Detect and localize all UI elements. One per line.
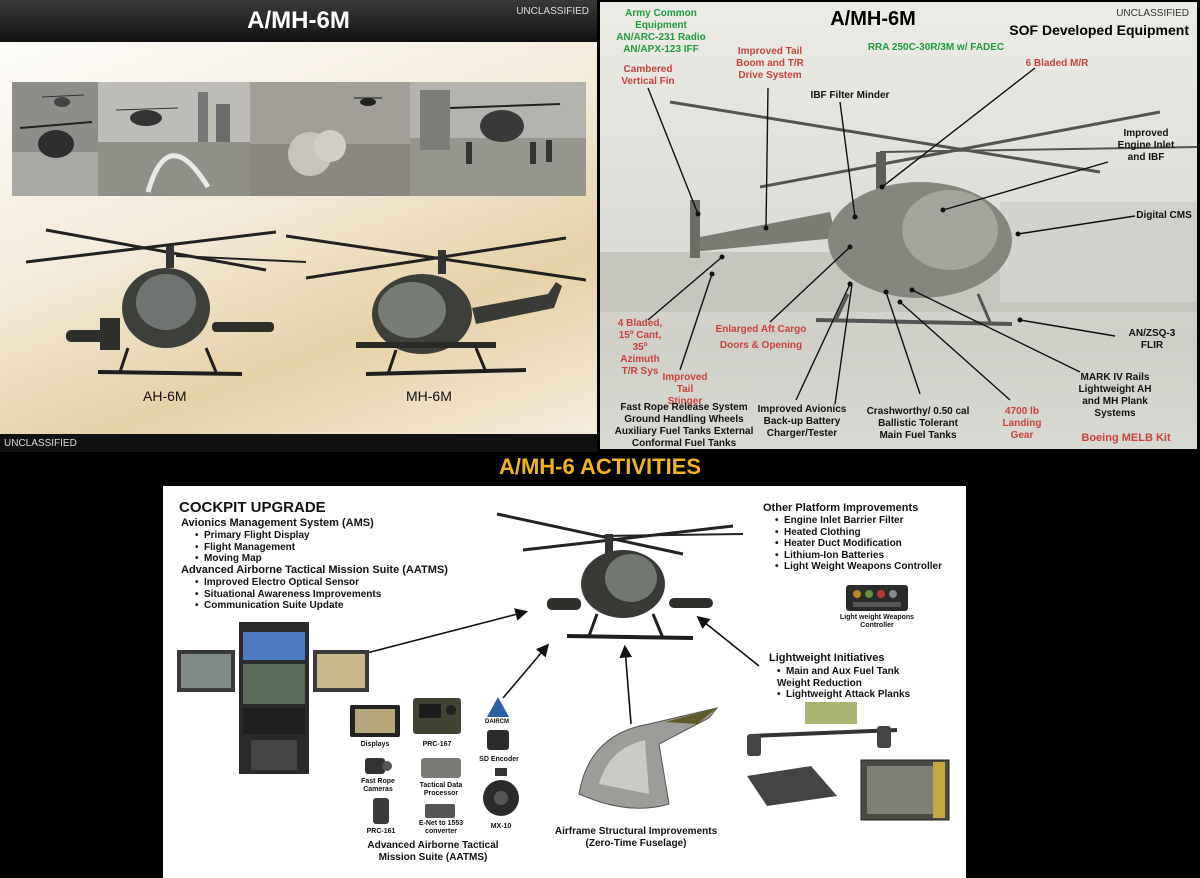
mx10-label: MX-10	[490, 823, 512, 830]
ah6m-label: AH-6M	[143, 388, 187, 404]
prc161-label: PRC-161	[366, 828, 396, 835]
other-item: Heated Clothing	[775, 527, 942, 539]
tactical-data-label: Tactical Data Processor	[419, 782, 463, 797]
other-item: Heater Duct Modification	[775, 538, 942, 550]
classification-label: UNCLASSIFIED	[1116, 8, 1189, 19]
aft-cargo-annotation: Enlarged Aft Cargo Doors & Opening	[715, 324, 807, 351]
tactical-data-processor-image	[421, 758, 461, 778]
aatms-list: Improved Electro Optical Sensor Situatio…	[195, 577, 381, 612]
photo-troops-deploy	[410, 82, 586, 196]
slide-title: A/MH-6M	[830, 8, 916, 30]
aatms-item: Improved Electro Optical Sensor	[195, 577, 381, 589]
slide-amh6m-overview: A/MH-6M UNCLASSIFIED	[0, 0, 597, 452]
prc167-image	[413, 698, 461, 734]
photo-city-flyover	[98, 82, 250, 196]
ah6m-helicopter-image	[25, 228, 306, 376]
ams-item: Primary Flight Display	[195, 530, 310, 542]
displays-image	[350, 705, 400, 737]
slide-title: A/MH-6M	[247, 7, 350, 34]
six-bladed-annotation: 6 Bladed M/R	[1025, 58, 1089, 69]
sd-encoder-label: SD Encoder	[479, 756, 519, 763]
slide-sof-equipment: Army Common Equipment AN/ARC-231 Radio A…	[597, 0, 1200, 452]
other-item: Lithium-Ion Batteries	[775, 550, 942, 562]
prc167-label: PRC-167	[422, 741, 452, 748]
engine-inlet-annotation: Improved Engine Inlet and IBF	[1117, 128, 1175, 163]
daircm-label: DAIRCM	[485, 719, 509, 725]
army-common-title: Army Common Equipment	[625, 8, 697, 31]
flir-annotation: AN/ZSQ-3 FLIR	[1128, 328, 1176, 351]
aatms-item: Situational Awareness Improvements	[195, 589, 381, 601]
lightweight-hardware-image	[747, 702, 950, 821]
activities-title: A/MH-6 ACTIVITIES	[498, 454, 702, 479]
mark-iv-rails-annotation: MARK IV Rails Lightweight AH and MH Plan…	[1078, 372, 1152, 419]
ams-item: Moving Map	[195, 553, 310, 565]
airframe-caption: Airframe Structural Improvements (Zero-T…	[554, 826, 718, 849]
tail-stinger-annotation: Improved Tail Stinger	[662, 372, 708, 407]
activities-panel: COCKPIT UPGRADE Avionics Management Syst…	[163, 486, 966, 878]
tail-rotor-annotation: 4 Bladed, 15º Cant, 35º Azimuth T/R Sys	[617, 318, 663, 377]
enet-converter-image	[425, 804, 455, 818]
other-improvements-list: Engine Inlet Barrier Filter Heated Cloth…	[775, 515, 942, 573]
weapons-controller-image	[846, 585, 908, 611]
army-common-iff: AN/APX-123 IFF	[623, 44, 699, 55]
aatms-title: Advanced Airborne Tactical Mission Suite…	[181, 564, 448, 576]
other-improvements-title: Other Platform Improvements	[763, 502, 919, 514]
other-item: Light Weight Weapons Controller	[775, 561, 942, 573]
displays-label: Displays	[360, 741, 390, 748]
digital-cms-annotation: Digital CMS	[1136, 210, 1192, 221]
mh6m-annotated-photo	[600, 67, 1197, 405]
crashworthy-tank-annotation: Crashworthy/ 0.50 cal Ballistic Tolerant…	[866, 406, 970, 441]
classification-label-bottom: UNCLASSIFIED	[4, 438, 77, 449]
zero-time-fuselage-image	[578, 707, 719, 809]
daircm-icon	[487, 697, 509, 717]
connector-arrows	[362, 608, 760, 725]
slide-header-bar	[0, 0, 597, 42]
cambered-fin-annotation: Cambered Vertical Fin	[621, 64, 675, 87]
avionics-battery-annotation: Improved Avionics Back-up Battery Charge…	[757, 404, 847, 439]
cockpit-upgrade-title: COCKPIT UPGRADE	[179, 499, 326, 516]
ams-item: Flight Management	[195, 542, 310, 554]
lightweight-title: Lightweight Initiatives	[769, 652, 885, 664]
photo-explosion	[250, 82, 410, 196]
army-common-radio: AN/ARC-231 Radio	[616, 32, 706, 43]
aatms-item: Communication Suite Update	[195, 600, 381, 612]
photo-helicopters-flight-line	[12, 82, 98, 196]
lightweight-list: Main and Aux Fuel Tank Weight Reduction …	[777, 666, 927, 701]
army-common-equipment-block: Army Common Equipment AN/ARC-231 Radio A…	[606, 8, 716, 56]
lightweight-item: Lightweight Attack Planks	[777, 689, 927, 701]
ibf-minder-annotation: IBF Filter Minder	[810, 90, 890, 101]
mh6m-helicopter-image	[286, 234, 587, 376]
aatms-caption: Advanced Airborne Tactical Mission Suite…	[367, 840, 499, 863]
lightweight-item: Main and Aux Fuel Tank Weight Reduction	[777, 666, 927, 689]
enet-label: E-Net to 1553 converter	[418, 820, 464, 835]
classification-label: UNCLASSIFIED	[516, 6, 589, 17]
sd-encoder-image	[487, 730, 509, 750]
fast-rope-camera-image	[365, 758, 392, 774]
ams-list: Primary Flight Display Flight Management…	[195, 530, 310, 565]
other-item: Engine Inlet Barrier Filter	[775, 515, 942, 527]
cockpit-display-panel-image	[177, 622, 369, 774]
fast-rope-annotation: Fast Rope Release System Ground Handling…	[614, 402, 754, 449]
prc161-image	[373, 798, 389, 824]
mx10-image	[483, 768, 519, 816]
equipment-photo-frame: Army Common Equipment AN/ARC-231 Radio A…	[600, 2, 1197, 449]
landing-gear-annotation: 4700 lb Landing Gear	[1002, 406, 1042, 441]
engine-annotation: RRA 250C-30R/3M w/ FADEC	[867, 42, 1005, 53]
amh6-helicopter-image	[496, 512, 744, 640]
ams-title: Avionics Management System (AMS)	[181, 517, 374, 529]
tail-boom-annotation: Improved Tail Boom and T/R Drive System	[736, 46, 804, 81]
boeing-kit-annotation: Boeing MELB Kit	[1081, 432, 1171, 444]
fast-rope-cameras-label: Fast Rope Cameras	[361, 778, 395, 793]
weapons-controller-caption: Light weight Weapons Controller	[839, 614, 915, 629]
mh6m-label: MH-6M	[406, 388, 452, 404]
slide-subtitle: SOF Developed Equipment	[1009, 22, 1189, 38]
slide-footer-bar	[0, 434, 597, 452]
